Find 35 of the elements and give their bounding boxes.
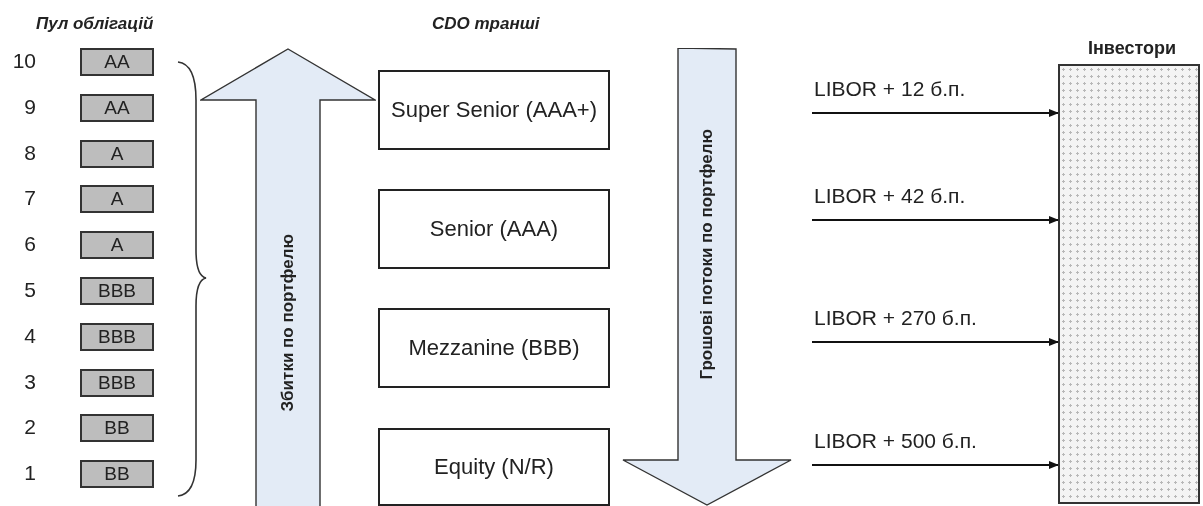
tranche-box: Equity (N/R) xyxy=(378,428,610,506)
rating-box: A xyxy=(80,185,154,214)
column-heading: CDO транші xyxy=(432,14,540,34)
rating-box: A xyxy=(80,139,154,168)
down-block-arrow xyxy=(622,48,792,506)
arrow xyxy=(812,338,1059,346)
rating-box: BBB xyxy=(80,277,154,305)
arrow xyxy=(812,109,1059,117)
column-heading: Пул облігацій xyxy=(36,14,154,34)
rating-box: BB xyxy=(80,414,154,443)
tranche-box: Senior (AAA) xyxy=(378,189,610,269)
row-number: 9 xyxy=(23,94,36,119)
row-number: 6 xyxy=(23,232,36,257)
row-number: 8 xyxy=(23,140,36,165)
rating-box: AA xyxy=(80,48,154,76)
up-block-arrow xyxy=(200,48,376,506)
row-number: 2 xyxy=(23,415,36,440)
tranche-box: Mezzanine (BBB) xyxy=(378,308,610,388)
row-number: 1 xyxy=(23,461,36,486)
rating-box: BBB xyxy=(80,322,154,351)
row-number: 4 xyxy=(23,323,36,348)
rating-box: A xyxy=(80,231,154,260)
row-number: 10 xyxy=(11,49,36,73)
rating-box: BB xyxy=(80,460,154,489)
tranche-box: Super Senior (AAA+) xyxy=(378,70,610,150)
row-number: 3 xyxy=(23,369,36,394)
arrow xyxy=(812,461,1059,469)
row-number: 7 xyxy=(23,186,36,211)
arrow-label: Грошові потоки по портфелю xyxy=(697,128,717,380)
arrow-label: Збитки по портфелю xyxy=(278,233,298,412)
column-heading: Інвестори xyxy=(1088,38,1177,59)
rating-box: AA xyxy=(80,93,154,122)
row-number: 5 xyxy=(23,278,36,302)
arrow xyxy=(812,216,1059,224)
rating-box: BBB xyxy=(80,368,154,397)
